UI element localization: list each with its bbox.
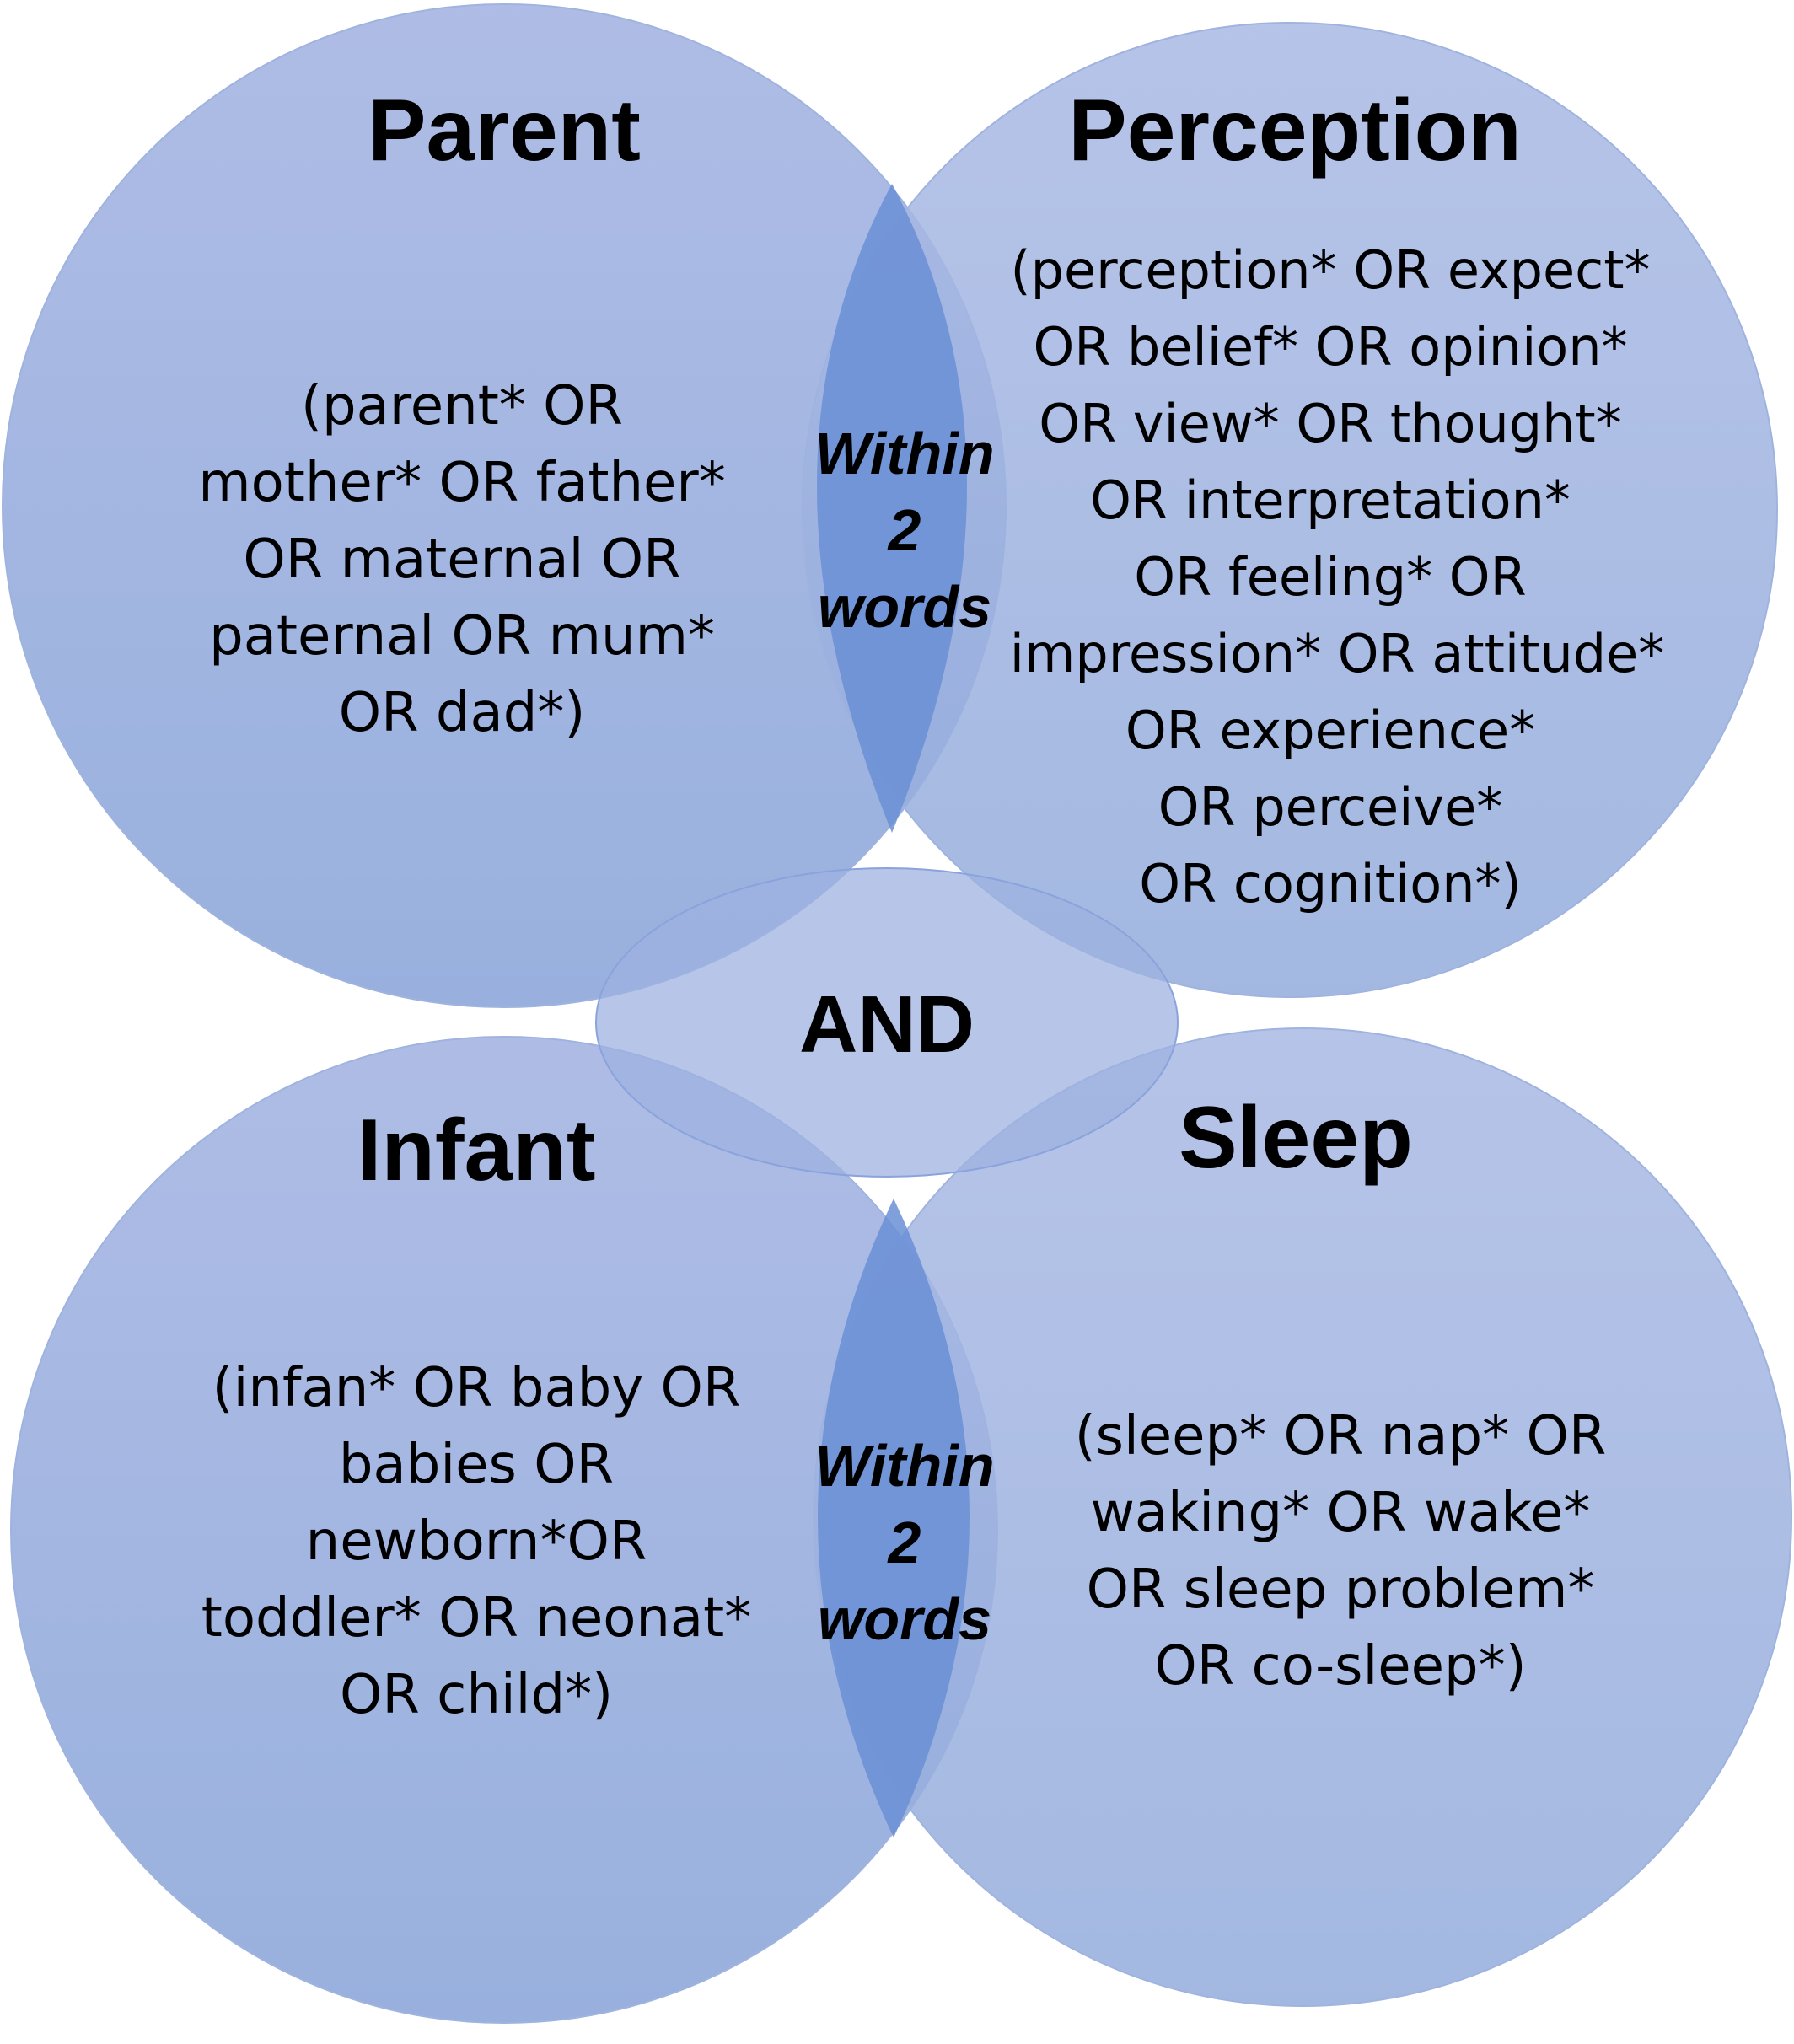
- title-sleep: Sleep: [1179, 1089, 1412, 1187]
- proximity-unit: words: [818, 574, 991, 640]
- term-line: waking* OR wake*: [1091, 1482, 1591, 1544]
- proximity-lens-bottom: [818, 1199, 970, 1837]
- proximity-label-top: Within 2 words: [814, 421, 994, 640]
- proximity-word: Within: [814, 421, 994, 486]
- term-line: OR belief* OR opinion*: [1033, 316, 1627, 378]
- proximity-label-bottom: Within 2 words: [814, 1433, 994, 1652]
- proximity-lens-top: [817, 184, 967, 833]
- terms-parent: (parent* OR mother* OR father* OR matern…: [198, 375, 725, 744]
- term-line: OR dad*): [339, 682, 586, 744]
- term-line: newborn*OR: [306, 1510, 647, 1573]
- proximity-number: 2: [887, 1510, 921, 1575]
- term-line: OR perceive*: [1158, 776, 1503, 838]
- title-infant: Infant: [357, 1102, 595, 1199]
- term-line: OR sleep problem*: [1087, 1558, 1595, 1621]
- proximity-unit: words: [818, 1586, 991, 1652]
- terms-infant: (infan* OR baby OR babies OR newborn*OR …: [201, 1357, 751, 1726]
- term-line: mother* OR father*: [198, 452, 725, 514]
- proximity-number: 2: [887, 497, 921, 563]
- title-perception: Perception: [1068, 82, 1521, 180]
- terms-perception: (perception* OR expect* OR belief* OR op…: [1010, 239, 1665, 915]
- term-line: (infan* OR baby OR: [212, 1357, 741, 1419]
- terms-sleep: (sleep* OR nap* OR waking* OR wake* OR s…: [1075, 1405, 1607, 1698]
- title-parent: Parent: [368, 82, 641, 180]
- term-line: impression* OR attitude*: [1010, 623, 1665, 684]
- term-line: OR maternal OR: [243, 528, 680, 591]
- term-line: (sleep* OR nap* OR: [1075, 1405, 1607, 1467]
- and-ellipse: [595, 867, 1179, 1178]
- term-line: (parent* OR: [301, 375, 623, 437]
- term-line: (perception* OR expect*: [1010, 239, 1650, 301]
- term-line: paternal OR mum*: [209, 605, 715, 668]
- term-line: babies OR: [339, 1434, 614, 1496]
- term-line: OR view* OR thought*: [1039, 393, 1621, 454]
- term-line: OR experience*: [1125, 700, 1535, 761]
- and-label: AND: [799, 979, 975, 1070]
- term-line: OR co-sleep*): [1154, 1635, 1526, 1698]
- circle-sleep: [813, 1027, 1792, 2007]
- term-line: OR feeling* OR: [1134, 546, 1526, 608]
- circle-perception: [802, 22, 1778, 998]
- term-line: OR child*): [340, 1664, 613, 1726]
- term-line: toddler* OR neonat*: [201, 1587, 751, 1650]
- proximity-word: Within: [814, 1433, 994, 1499]
- term-line: OR cognition*): [1139, 853, 1521, 915]
- term-line: OR interpretation*: [1090, 469, 1571, 531]
